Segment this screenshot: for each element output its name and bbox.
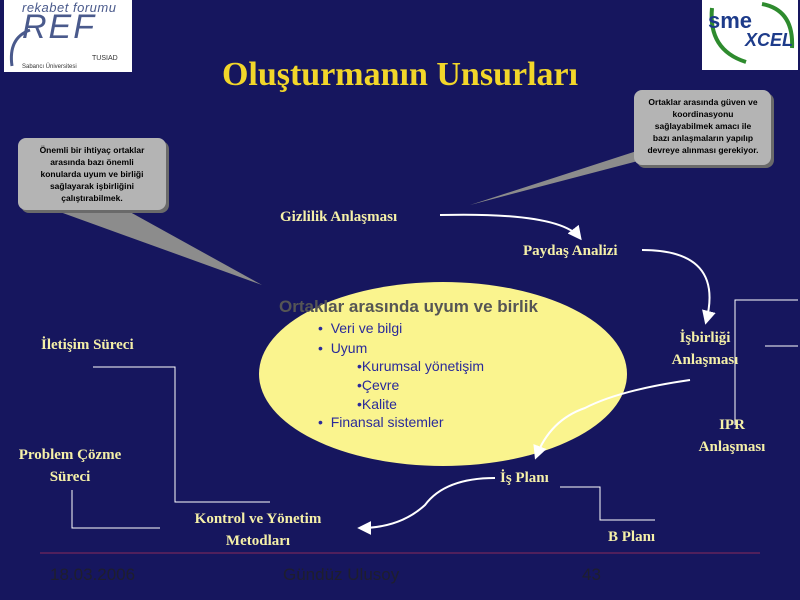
ellipse-sub-bullet: •Kurumsal yönetişim <box>357 358 485 374</box>
right-callout-line: bazı anlaşmaların yapılıp <box>652 133 754 143</box>
smexcel-ring-icon <box>709 2 795 64</box>
arrow-paydas-to-isbirligi <box>641 249 716 325</box>
node-problem-line: Süreci <box>49 469 91 485</box>
node-gizlilik: Gizlilik Anlaşması <box>280 209 398 225</box>
ellipse-title: Ortaklar arasında uyum ve birlik <box>279 297 538 316</box>
left-callout-line: Önemli bir ihtiyaç ortaklar <box>39 145 145 155</box>
smexcel-logo-sme: sme <box>708 8 753 33</box>
arrow-isbirligi-to-isplani <box>533 379 691 460</box>
right-callout-line: sağlayabilmek amacı ile <box>654 121 752 131</box>
ref-swoosh-icon <box>9 28 31 67</box>
ellipse-sub-bullet: •Çevre <box>357 377 400 393</box>
footer-page-number: 43 <box>582 565 601 584</box>
node-kontrol-line: Kontrol ve Yönetim <box>194 511 322 527</box>
arrow-isplani-to-kontrol <box>357 477 496 535</box>
right-callout-text: Ortaklar arasında güven ve koordinasyonu… <box>637 96 769 156</box>
node-ipr: IPR Anlaşması <box>686 414 778 458</box>
ref-logo-university: Sabancı Üniversitesi <box>22 64 77 70</box>
bullet-marker: • <box>318 320 323 336</box>
node-kontrol-line: Metodları <box>225 533 291 549</box>
node-iletisim: İletişim Süreci <box>41 337 134 353</box>
line-isplani-to-bplani <box>560 486 655 521</box>
arrow-gizlilik-to-paydas <box>439 213 582 241</box>
line-isbirligi-bracket <box>734 299 798 425</box>
right-callout-line: Ortaklar arasında güven ve <box>648 97 758 107</box>
left-callout-line: sağlayarak işbirliğini <box>49 181 135 191</box>
ellipse-bullet: • Uyum <box>318 340 367 356</box>
node-isbirligi: İşbirliği Anlaşması <box>660 327 750 371</box>
node-ipr-line: IPR <box>719 417 745 433</box>
ellipse-sub-bullet: •Kalite <box>357 396 397 412</box>
right-callout-line: koordinasyonu <box>672 109 734 119</box>
node-isbirligi-line: Anlaşması <box>671 352 739 368</box>
ref-logo <box>4 0 132 72</box>
bullet-text: Uyum <box>330 340 368 356</box>
node-problem-line: Problem Çözme <box>18 447 122 463</box>
bullet-text: Veri ve bilgi <box>330 320 403 336</box>
ellipse-bullet: • Veri ve bilgi <box>318 320 402 336</box>
ref-logo-text: REF <box>22 8 96 46</box>
node-kontrol: Kontrol ve Yönetim Metodları <box>176 508 340 552</box>
left-callout-text: Önemli bir ihtiyaç ortaklar arasında baz… <box>22 144 162 204</box>
node-paydas: Paydaş Analizi <box>523 243 618 259</box>
smexcel-logo <box>702 0 798 70</box>
left-callout-line: arasında bazı önemli <box>50 157 134 167</box>
footer-date: 18.03.2006 <box>50 565 136 584</box>
smexcel-logo-xcel: XCEL <box>745 30 794 50</box>
node-bplani: B Planı <box>608 529 656 545</box>
line-problem-to-kontrol <box>71 490 160 529</box>
right-callout-pointer <box>470 150 680 205</box>
footer-author: Gündüz Ulusoy <box>283 565 400 584</box>
node-problem: Problem Çözme Süreci <box>5 444 135 488</box>
ref-logo-tagline: rekabet forumu <box>22 0 117 15</box>
ref-logo-tusiad: TUSIAD <box>92 55 118 62</box>
node-ipr-line: Anlaşması <box>698 439 766 455</box>
node-isbirligi-line: İşbirliği <box>679 330 731 346</box>
left-callout-line: çalıştırabilmek. <box>61 193 123 203</box>
slide-title: Oluşturmanın Unsurları <box>221 56 579 93</box>
bullet-marker: • <box>318 414 323 430</box>
bullet-text: Finansal sistemler <box>330 414 444 430</box>
bullet-marker: • <box>318 340 323 356</box>
left-callout-pointer <box>60 212 262 285</box>
ellipse-bullet: • Finansal sistemler <box>318 414 444 430</box>
right-callout-line: devreye alınması gerekiyor. <box>647 145 759 155</box>
left-callout-box <box>18 138 166 210</box>
right-callout-box <box>634 90 771 165</box>
central-ellipse <box>259 282 627 466</box>
node-isplani: İş Planı <box>500 470 549 486</box>
line-iletisim-to-kontrol <box>93 366 270 503</box>
left-callout-line: konularda uyum ve birliği <box>40 169 144 179</box>
